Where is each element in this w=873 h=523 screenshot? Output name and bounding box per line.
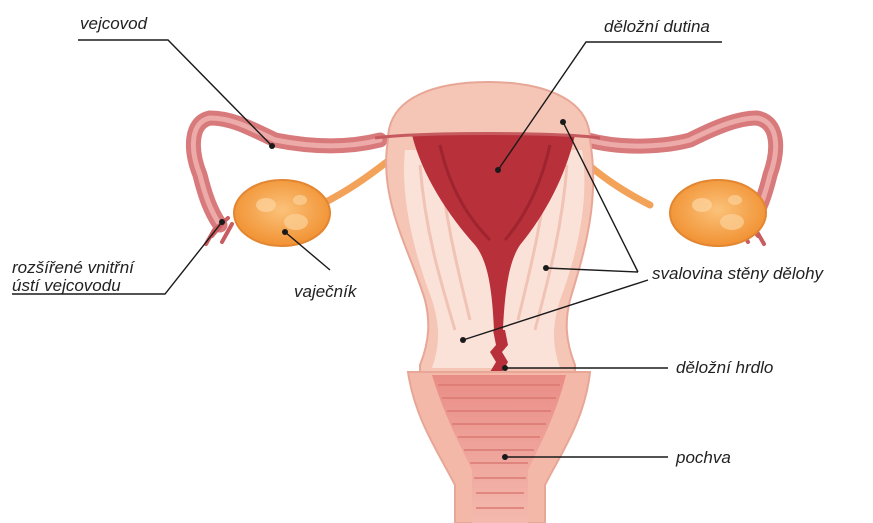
vagina: [408, 372, 590, 523]
label-rozsirene-vnitrni: rozšířené vnitřní: [12, 258, 134, 278]
ovary-left: [234, 180, 330, 246]
label-delozni-hrdlo: děložní hrdlo: [676, 358, 773, 378]
ovarian-ligament-left: [320, 158, 392, 205]
ovary-right: [670, 180, 766, 246]
label-usti-vejcovodu: ústí vejcovodu: [12, 276, 121, 296]
label-delozni-dutina: děložní dutina: [604, 17, 710, 37]
label-vajecnik: vaječník: [294, 282, 356, 302]
label-svalovina-steny-delohy: svalovina stěny dělohy: [652, 264, 823, 284]
label-pochva: pochva: [676, 448, 731, 468]
leader-lines: [12, 40, 722, 457]
label-vejcovod: vejcovod: [80, 14, 147, 34]
